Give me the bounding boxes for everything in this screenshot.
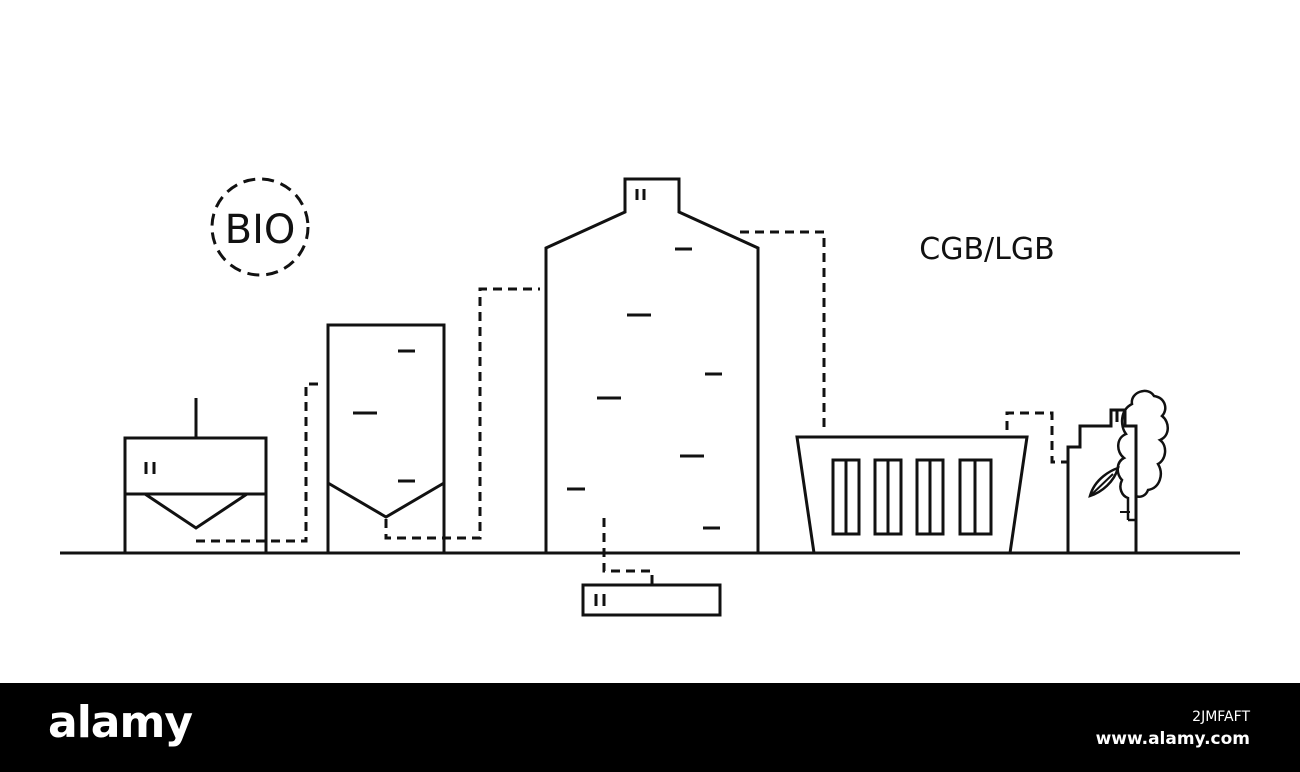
hopper-tank-tall (326, 323, 446, 555)
pipe-tank2-to-silo (384, 287, 540, 540)
pipe-silo-to-container (740, 230, 826, 432)
dashed-pipes (196, 230, 1068, 585)
brand-logo: alamy (48, 697, 193, 748)
tree-icon (1116, 389, 1169, 522)
leaf-icon (1088, 466, 1120, 498)
cgb-lgb-label: CGB/LGB (919, 232, 1054, 267)
pipe-container-to-station (1005, 411, 1068, 464)
bio-label: BIO (225, 207, 296, 253)
gas-container (795, 435, 1029, 555)
image-id: 2JMFAFT (1192, 709, 1250, 725)
underground-tank (581, 583, 722, 617)
pipe-silo-to-underground (602, 518, 654, 585)
digester-silo (544, 177, 760, 555)
station-building (1066, 408, 1138, 555)
hopper-tank-small (123, 398, 268, 555)
pipe-tank1-to-tank2 (196, 382, 322, 543)
site-url: www.alamy.com (1095, 729, 1250, 749)
bio-dashed-circle (210, 177, 310, 277)
footer-bar: alamy 2JMFAFT www.alamy.com (0, 683, 1300, 772)
biogas-plant-diagram: BIO CGB/LGB (60, 177, 1240, 617)
